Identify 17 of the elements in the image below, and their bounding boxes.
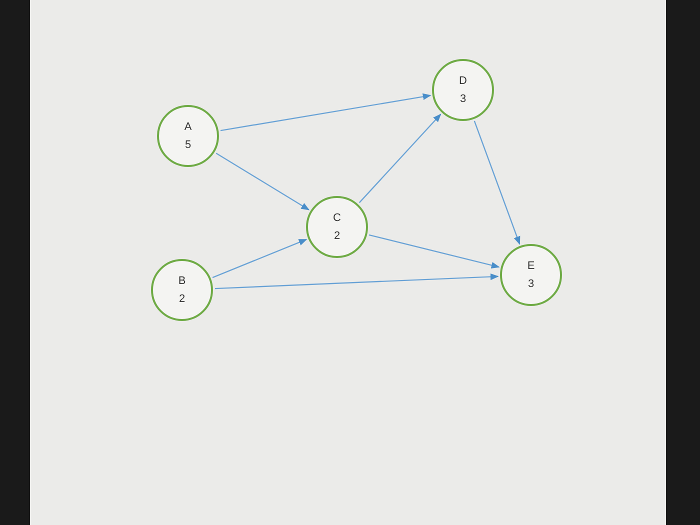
arrow bbox=[220, 93, 432, 132]
node-value: 2 bbox=[334, 229, 340, 244]
arrow bbox=[212, 238, 308, 278]
node-name: C bbox=[333, 211, 341, 226]
node-name: B bbox=[178, 274, 186, 289]
node-name: A bbox=[184, 120, 192, 135]
arrow bbox=[216, 152, 310, 210]
node-name: E bbox=[527, 259, 535, 274]
arrow bbox=[474, 120, 520, 245]
arrow bbox=[214, 273, 499, 290]
node-name: D bbox=[459, 74, 467, 89]
node-value: 3 bbox=[528, 277, 534, 292]
arrow bbox=[368, 234, 500, 269]
node-value: 2 bbox=[178, 292, 186, 307]
node-value: 3 bbox=[460, 92, 466, 107]
node-value: 5 bbox=[184, 138, 192, 153]
arrow bbox=[358, 114, 442, 204]
